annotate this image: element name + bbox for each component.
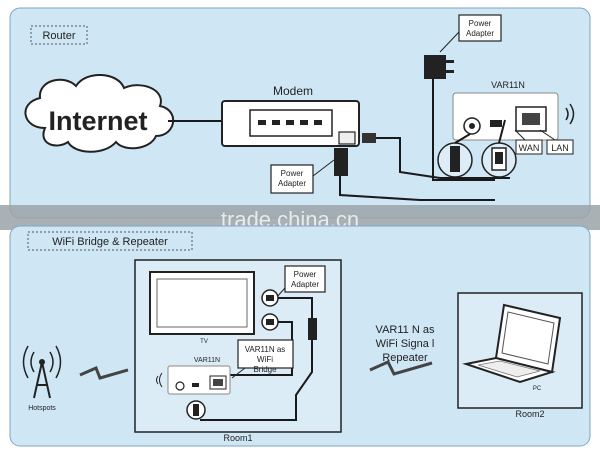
wan-label-box bbox=[515, 139, 543, 155]
power-connector bbox=[450, 146, 460, 172]
device-adapter-pointer bbox=[439, 31, 460, 53]
device-ethernet-jack bbox=[522, 113, 540, 125]
modem-adapter-callout bbox=[270, 164, 314, 194]
wan-label: WAN bbox=[519, 143, 540, 153]
bridge-callout-pointer bbox=[231, 367, 246, 379]
lan-label: LAN bbox=[551, 143, 569, 153]
hotspot-tower-icon bbox=[22, 345, 62, 399]
device-power-cable bbox=[432, 79, 495, 181]
repeater-signal-zigzag bbox=[369, 360, 433, 376]
device-adapter-callout bbox=[458, 14, 502, 42]
bridge-device-label: VAR11N bbox=[194, 357, 220, 364]
modem-wan-cable bbox=[376, 137, 510, 179]
room1-power-cable bbox=[200, 340, 313, 421]
router-device-label: VAR11N bbox=[491, 80, 525, 90]
router-section-box bbox=[30, 25, 88, 45]
laptop-icon bbox=[462, 303, 562, 384]
bridge-section-label: WiFi Bridge & Repeater bbox=[52, 236, 168, 248]
device-power-port-pin bbox=[469, 123, 475, 129]
modem-power-plug bbox=[334, 148, 348, 176]
tv-connector-2-plug bbox=[266, 319, 274, 325]
power-cable-up bbox=[454, 133, 471, 144]
bridge-device-ethernet-jack bbox=[213, 379, 223, 386]
bridge-power-connector-plug bbox=[193, 404, 199, 416]
room1-label: Room1 bbox=[223, 433, 252, 443]
tv-connector-1-plug bbox=[266, 295, 274, 301]
tv-adapter-cable bbox=[278, 297, 313, 318]
device-usb-port bbox=[490, 120, 502, 127]
bridge-device-power-port bbox=[175, 381, 185, 391]
room1-power-plug bbox=[308, 318, 317, 340]
wan-cable-up bbox=[498, 119, 506, 144]
lan-label-box bbox=[546, 139, 574, 155]
pc-label: PC bbox=[533, 386, 542, 392]
modem-label: Modem bbox=[273, 84, 313, 98]
bridge-device-usb bbox=[192, 383, 199, 387]
ethernet-connector-pins bbox=[495, 152, 503, 164]
lan-pointer bbox=[539, 129, 556, 141]
room1-adapter-callout bbox=[284, 265, 326, 293]
hotspots-label: Hotspots bbox=[28, 405, 56, 412]
internet-label: Internet bbox=[48, 106, 147, 136]
modem-power-jack bbox=[338, 131, 356, 145]
tv-screen-inner bbox=[156, 278, 248, 328]
bridge-callout-box bbox=[237, 339, 294, 369]
hotspot-signal-zigzag bbox=[79, 366, 129, 380]
wan-pointer bbox=[514, 129, 526, 141]
device-wifi-icon bbox=[565, 103, 575, 125]
wall-adapter-icon bbox=[424, 55, 454, 79]
bridge-device-wifi-icon bbox=[156, 372, 163, 388]
modem-port-leds bbox=[258, 120, 322, 125]
modem-ethernet-plug bbox=[362, 133, 376, 143]
internet-cloud bbox=[24, 73, 175, 153]
room2-label: Room2 bbox=[515, 409, 544, 419]
bridge-section-box bbox=[27, 231, 193, 251]
tv-label: TV bbox=[200, 339, 208, 345]
modem-adapter-pointer bbox=[312, 159, 335, 177]
router-section-label: Router bbox=[42, 30, 75, 42]
